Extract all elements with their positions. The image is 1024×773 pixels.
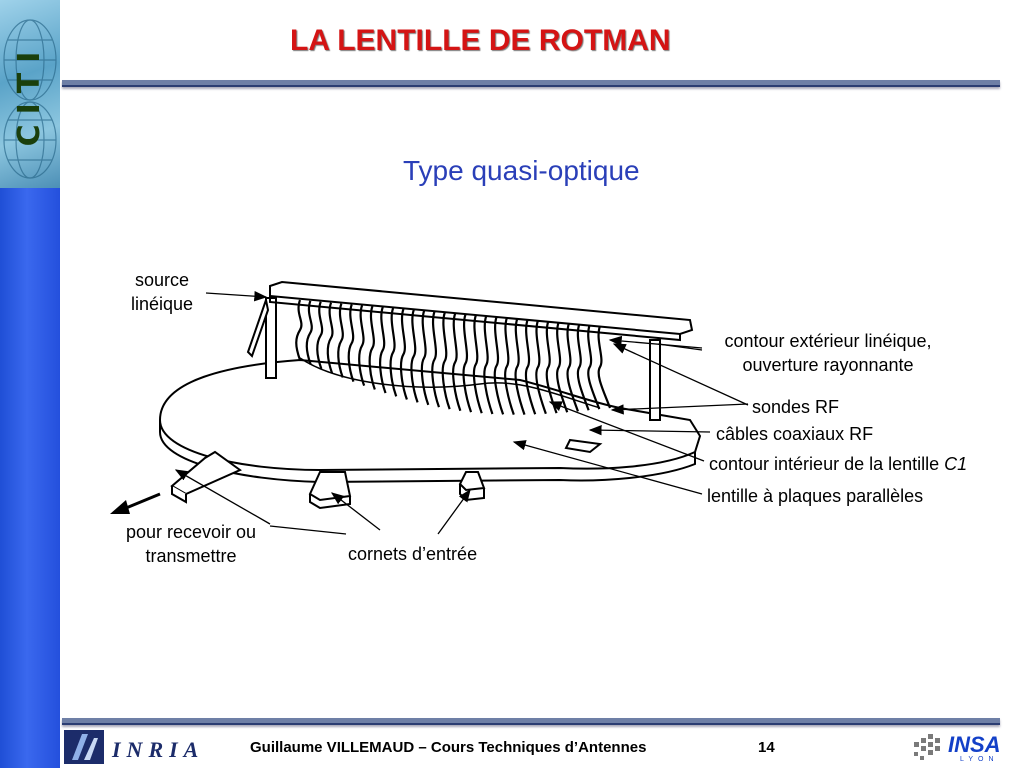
right-support <box>649 339 661 421</box>
label-rf-probes: sondes RF <box>752 397 840 417</box>
coax-cable <box>389 307 398 397</box>
coax-cable <box>587 324 601 410</box>
label-receive-transmit: pour recevoir ou transmettre <box>106 520 276 568</box>
slide-title: LA LENTILLE DE ROTMAN <box>290 24 671 57</box>
label-parallel-plate: lentille à plaques parallèles <box>707 486 924 506</box>
label-input-horns: cornets d’entrée <box>348 544 478 564</box>
coax-cable <box>431 311 441 408</box>
label-receive-transmit-line2: transmettre <box>145 546 237 566</box>
slide-subtitle: Type quasi-optique <box>403 155 640 186</box>
coax-cable <box>399 308 408 400</box>
parallel-plate-lens <box>158 357 702 484</box>
footer-divider <box>62 718 1000 725</box>
globe-pattern-icon <box>3 19 57 179</box>
insa-logo-subtext: LYON <box>960 756 999 763</box>
coax-cable <box>337 303 344 378</box>
label-outer-contour: contour extérieur linéique, ouverture ra… <box>700 329 956 377</box>
annotation-leaders <box>174 291 749 535</box>
label-coax-cables: câbles coaxiaux RF <box>716 424 874 444</box>
label-outer-contour-line1: contour extérieur linéique, <box>724 331 932 351</box>
coax-cable <box>305 300 313 365</box>
coax-cable <box>358 305 366 387</box>
coax-cable <box>545 321 558 414</box>
label-inner-contour: contour intérieur de la lentille C1 <box>709 452 967 476</box>
label-source-line2: linéique <box>130 294 194 314</box>
label-outer-contour-line2: ouverture rayonnante <box>742 355 914 375</box>
input-horns <box>170 438 603 510</box>
coaxial-cables <box>295 299 612 415</box>
coax-cable <box>441 312 451 410</box>
label-receive-transmit-line1: pour recevoir ou <box>125 522 257 542</box>
coax-cable <box>316 301 324 370</box>
title-divider <box>62 80 1000 87</box>
coax-cable <box>514 318 526 415</box>
inria-logo: INRIA <box>64 726 198 766</box>
label-source: source linéique <box>118 268 206 316</box>
footer-author-course: Guillaume VILLEMAUD – Cours Techniques d… <box>250 739 647 756</box>
coax-cable <box>597 325 612 409</box>
coax-cable <box>556 322 569 413</box>
transmit-arrow-icon <box>110 492 161 514</box>
coax-cable <box>326 302 334 374</box>
coax-cable <box>347 304 355 383</box>
coax-cable <box>524 319 537 415</box>
left-support <box>246 296 277 379</box>
insa-dots-icon <box>914 734 940 760</box>
coax-cable <box>472 314 483 414</box>
coax-cable <box>379 306 387 394</box>
coax-cable <box>410 309 419 403</box>
insa-logo: INSA LYON <box>908 728 1018 768</box>
label-source-line1: source <box>134 270 190 290</box>
citi-logo: CITI <box>0 0 60 188</box>
label-inner-contour-c1: C1 <box>944 454 968 474</box>
coax-cable <box>420 310 430 406</box>
inria-emblem-icon <box>64 730 104 764</box>
coax-cable <box>566 322 579 412</box>
page-number: 14 <box>758 739 775 756</box>
coax-cable <box>493 316 505 415</box>
coax-cable <box>504 317 515 415</box>
insa-logo-text: INSA <box>948 732 1001 757</box>
coax-cable <box>452 313 462 412</box>
label-inner-contour-text: contour intérieur de la lentille <box>709 454 945 474</box>
coax-cable <box>368 305 376 390</box>
coax-cable <box>483 315 494 415</box>
coax-cable <box>576 323 590 411</box>
coax-cable <box>295 299 303 361</box>
coax-cable <box>462 313 473 413</box>
coax-cable <box>535 320 547 415</box>
inria-logo-text: INRIA <box>112 737 205 762</box>
